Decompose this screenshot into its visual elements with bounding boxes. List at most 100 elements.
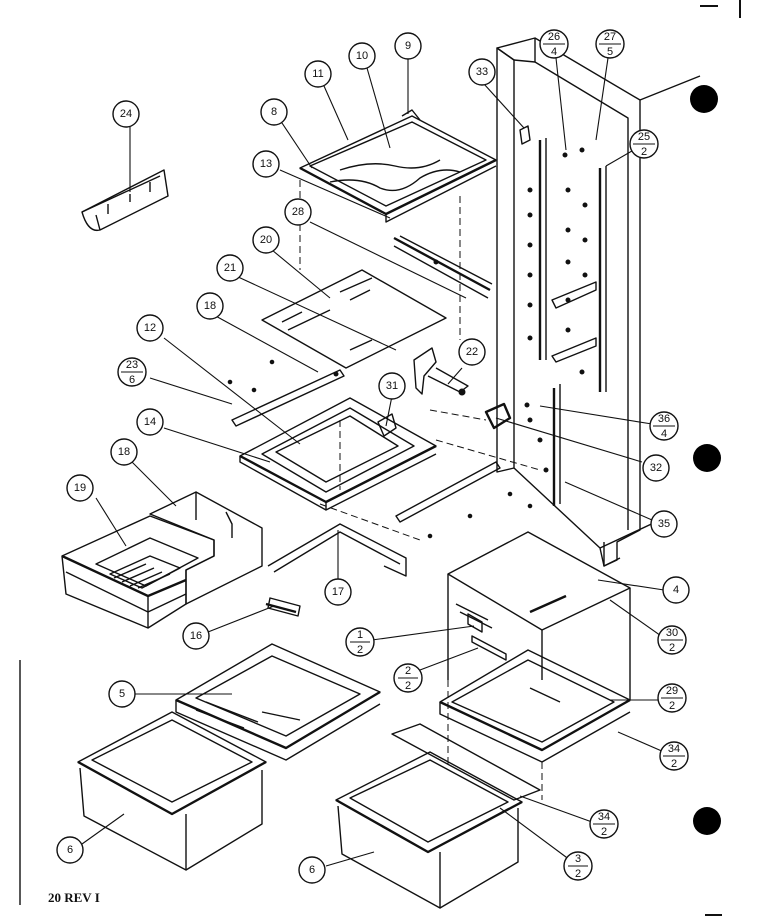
callout-2: 2 2 [393, 663, 423, 693]
svg-text:24: 24 [120, 108, 132, 120]
callout-17: 17 [324, 578, 352, 606]
svg-text:34: 34 [598, 811, 610, 823]
part-18-crisper-rail-upper [149, 313, 345, 427]
svg-text:36: 36 [658, 413, 670, 425]
cabinet-liner [496, 37, 701, 567]
part-34-slide-rail [391, 723, 593, 823]
svg-text:11: 11 [312, 68, 323, 80]
svg-text:20: 20 [260, 234, 272, 246]
upper-right-leaders [483, 57, 645, 167]
callout-1: 1 2 [345, 627, 375, 657]
svg-text:1: 1 [357, 629, 363, 641]
svg-text:22: 22 [466, 346, 478, 358]
part-20-glass-shelf [235, 249, 447, 369]
svg-text:9: 9 [405, 40, 411, 52]
callout-34-lower: 34 2 [589, 809, 619, 839]
callout-31: 31 [378, 372, 406, 400]
svg-text:2: 2 [575, 868, 581, 880]
page-reference: 20 REV I [48, 890, 100, 905]
part-28-shelf-rail [309, 221, 493, 299]
svg-text:8: 8 [271, 106, 277, 118]
svg-text:2: 2 [405, 680, 411, 692]
callout-36: 36 4 [649, 411, 679, 441]
svg-text:3: 3 [575, 853, 581, 865]
punch-hole [693, 444, 721, 472]
callout-26: 26 4 [539, 29, 569, 59]
svg-text:16: 16 [190, 630, 202, 642]
top-shelf-assembly [279, 58, 497, 340]
part-14-crisper-frame [163, 337, 437, 511]
part-32-hinge-block [429, 402, 643, 463]
liner-screw-holes [524, 147, 588, 473]
callout-28: 28 [284, 198, 312, 226]
svg-text:2: 2 [671, 758, 677, 770]
callout-23: 23 6 [117, 357, 147, 387]
callout-32: 32 [642, 454, 670, 482]
svg-text:6: 6 [129, 374, 135, 386]
part-24-dairy-bin [81, 124, 169, 232]
svg-text:26: 26 [548, 31, 560, 43]
callout-16: 16 [182, 622, 210, 650]
svg-text:2: 2 [357, 644, 363, 656]
callout-3: 3 2 [563, 851, 593, 881]
callout-35: 35 [650, 510, 678, 538]
svg-text:28: 28 [292, 206, 304, 218]
svg-text:4: 4 [551, 46, 557, 58]
part-16-slide [207, 597, 301, 633]
callout-24: 24 [112, 100, 140, 128]
svg-text:18: 18 [204, 300, 216, 312]
svg-text:4: 4 [661, 428, 667, 440]
svg-text:21: 21 [224, 262, 236, 274]
callout-9: 9 [394, 32, 422, 60]
callout-6-right: 6 [298, 856, 326, 884]
part-6-drawer-left [77, 711, 267, 871]
callout-21: 21 [216, 254, 244, 282]
callout-33: 33 [468, 58, 496, 86]
svg-text:2: 2 [405, 665, 411, 677]
callout-22: 22 [458, 338, 486, 366]
svg-text:19: 19 [74, 482, 86, 494]
callout-6-left: 6 [56, 836, 84, 864]
svg-text:14: 14 [144, 416, 156, 428]
svg-text:2: 2 [601, 826, 607, 838]
callout-18-lower: 18 [110, 438, 138, 466]
svg-text:12: 12 [144, 322, 156, 334]
punch-hole [690, 85, 718, 113]
punch-hole [693, 807, 721, 835]
callout-5: 5 [108, 680, 136, 708]
callout-18-upper: 18 [196, 292, 224, 320]
callout-29: 29 2 [657, 683, 687, 713]
part-19-crisper-pan [61, 497, 215, 629]
svg-text:34: 34 [668, 743, 680, 755]
callout-8: 8 [260, 98, 288, 126]
callout-13: 13 [252, 150, 280, 178]
svg-text:6: 6 [67, 844, 73, 856]
svg-text:6: 6 [309, 864, 315, 876]
lower-rails [319, 405, 653, 541]
svg-text:25: 25 [638, 131, 650, 143]
svg-text:13: 13 [260, 158, 272, 170]
svg-text:33: 33 [476, 66, 488, 78]
svg-text:5: 5 [119, 688, 125, 700]
callout-12: 12 [136, 314, 164, 342]
callout-10: 10 [348, 42, 376, 70]
callout-27: 27 5 [595, 29, 625, 59]
callout-14: 14 [136, 408, 164, 436]
svg-text:2: 2 [641, 146, 647, 158]
svg-text:5: 5 [607, 46, 613, 58]
svg-text:18: 18 [118, 446, 130, 458]
part-17-wire-bracket [267, 523, 407, 580]
callout-34-upper: 34 2 [659, 741, 689, 771]
part-29-drawer-frame [439, 649, 665, 800]
binder-holes [19, 0, 741, 916]
svg-text:10: 10 [356, 50, 368, 62]
part-22-bracket [413, 347, 469, 396]
callout-30: 30 2 [657, 625, 687, 655]
callout-20: 20 [252, 226, 280, 254]
part-5-drawer-cover [134, 643, 381, 761]
svg-text:31: 31 [386, 380, 398, 392]
callouts: 1 2 2 2 3 2 4 5 6 6 [56, 29, 690, 884]
svg-text:35: 35 [658, 518, 670, 530]
part-4-meat-keeper [371, 531, 665, 700]
svg-text:30: 30 [666, 627, 678, 639]
